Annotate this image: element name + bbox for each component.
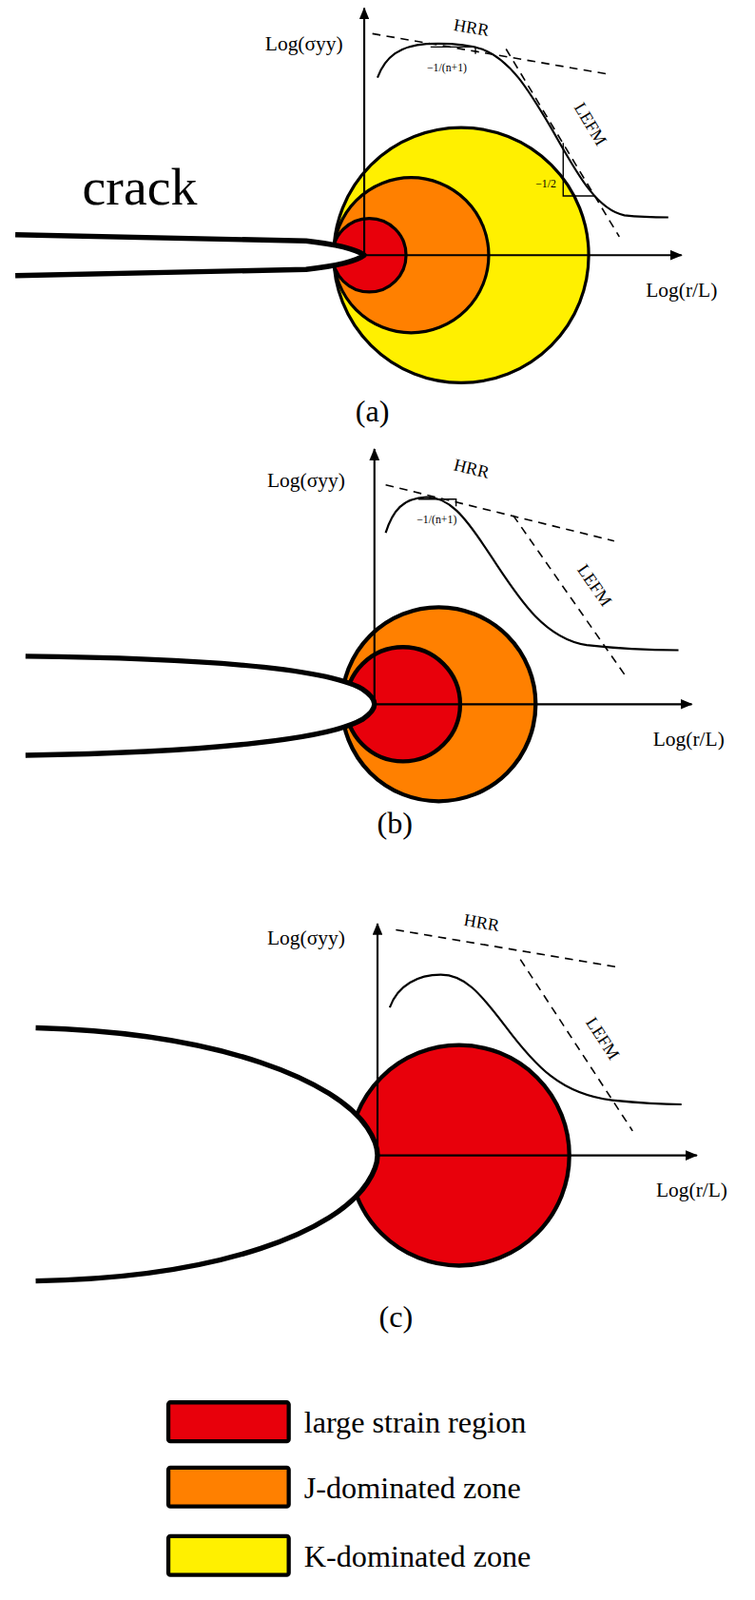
crack-label: crack — [82, 157, 198, 216]
curve-label: LEFM — [580, 1013, 622, 1064]
slope-marker — [562, 142, 595, 196]
axis-label: Log(σyy) — [265, 31, 344, 55]
panel-b — [25, 448, 693, 801]
axis — [373, 448, 376, 704]
panel-c — [36, 923, 697, 1281]
axis — [364, 253, 682, 256]
crack-shape — [36, 1026, 378, 1280]
curve-label: LEFM — [572, 561, 615, 610]
axis-label: Log(r/L) — [653, 727, 725, 751]
legend-text: large strain region — [304, 1404, 527, 1438]
curve-label: LEFM — [569, 99, 610, 150]
axis-label: Log(r/L) — [656, 1177, 728, 1201]
curve-label: HRR — [462, 910, 501, 936]
lefm-asymptote — [520, 959, 633, 1131]
axis-label: Log(σyy) — [267, 467, 346, 491]
curve-label: HRR — [451, 16, 490, 41]
stress-curve — [389, 974, 682, 1104]
legend-swatch — [166, 1465, 291, 1509]
slope-label: −1/(n+1) — [426, 60, 467, 74]
panel-label: (c) — [378, 1298, 413, 1333]
axis — [376, 923, 379, 1156]
panel-label: (a) — [355, 393, 390, 427]
stress-curve — [377, 43, 669, 218]
legend-swatch — [166, 1533, 291, 1577]
slope-marker — [430, 46, 476, 55]
crack-shape — [15, 234, 365, 276]
axis — [363, 8, 366, 256]
legend-text: J-dominated zone — [304, 1470, 522, 1504]
slope-marker — [418, 499, 457, 507]
hrr-asymptote — [395, 929, 620, 968]
panel-label: (b) — [376, 805, 413, 839]
lefm-asymptote — [513, 515, 628, 679]
panel-a — [15, 8, 682, 384]
lefm-asymptote — [505, 49, 620, 237]
slope-label: −1/2 — [535, 177, 557, 191]
crack-shape — [25, 656, 375, 755]
legend-text: K-dominated zone — [304, 1538, 532, 1572]
legend-swatch — [166, 1399, 291, 1443]
curve-label: HRR — [451, 455, 491, 483]
hrr-asymptote — [386, 484, 615, 542]
axis — [377, 1154, 697, 1157]
axis-label: Log(σyy) — [267, 925, 346, 949]
axis-label: Log(r/L) — [645, 278, 717, 302]
axis — [374, 702, 693, 705]
stress-curve — [386, 497, 679, 651]
slope-label: −1/(n+1) — [416, 513, 457, 526]
